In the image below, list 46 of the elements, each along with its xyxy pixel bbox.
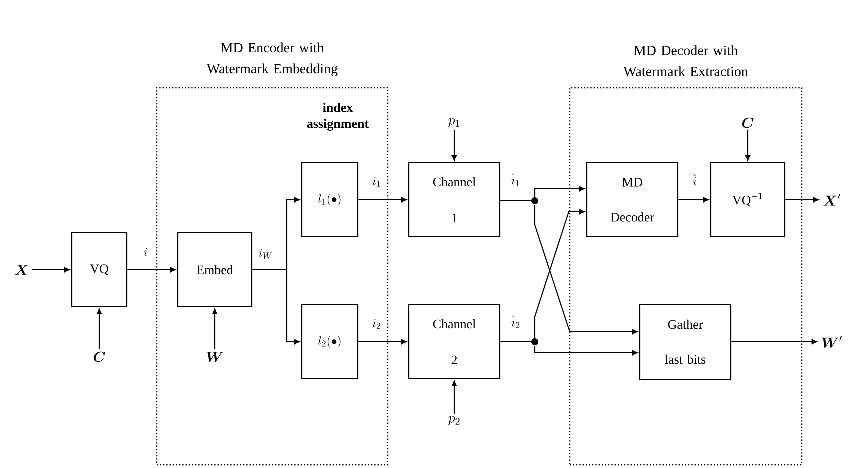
- signal-label: $\boldsymbol{W}'$: [822, 336, 842, 348]
- process-box: $\mathrm{VQ}^{-1}$: [710, 162, 786, 238]
- process-box: $l_2(\bullet)$: [301, 304, 359, 380]
- arrow: [96, 309, 102, 350]
- edge-label: $\hat{i}_2$: [510, 314, 522, 330]
- arrow: [745, 130, 751, 161]
- process-box: Gather last bits: [639, 304, 732, 380]
- process-box: VQ: [71, 232, 128, 308]
- edge-label: $i_2$: [371, 318, 383, 330]
- arrow: [128, 267, 176, 273]
- signal-label: $\boldsymbol{X}$: [15, 265, 28, 275]
- junction-dot: [532, 198, 538, 204]
- signal-label: $p_1$: [448, 118, 460, 128]
- edge-label: $i_W$: [258, 248, 274, 260]
- signal-label: $\boldsymbol{C}$: [742, 118, 754, 128]
- arrow: [534, 186, 585, 197]
- process-box: Embed: [177, 232, 253, 308]
- arrow: [534, 346, 638, 356]
- arrow: [32, 267, 70, 273]
- arrow: [452, 130, 458, 161]
- signal-label: $\boldsymbol{X}'$: [824, 194, 840, 206]
- group-label: index assignment: [307, 103, 369, 131]
- process-box: $l_1(\bullet)$: [301, 162, 359, 238]
- process-box: MD Decoder: [586, 162, 679, 238]
- arrow: [534, 205, 638, 335]
- node-label: MD Encoder with Watermark Embedding: [206, 42, 338, 77]
- arrow: [452, 381, 458, 414]
- arrow: [678, 197, 709, 203]
- arrow: [732, 339, 818, 345]
- process-box: Channel 2: [408, 304, 501, 380]
- signal-label: $\boldsymbol{W}$: [206, 352, 224, 362]
- signal-label: $\boldsymbol{C}$: [94, 352, 106, 362]
- junction-dot: [532, 338, 538, 346]
- process-box: Channel 1: [408, 162, 501, 238]
- signal-label: $p_2$: [448, 416, 460, 426]
- edge-label: $i$: [143, 247, 149, 257]
- edge-label: $\hat{i}_1$: [510, 172, 522, 188]
- arrow: [358, 197, 407, 203]
- arrow: [786, 197, 819, 203]
- arrow: [534, 209, 585, 338]
- node-label: MD Decoder with Watermark Extraction: [624, 46, 748, 77]
- arrow: [252, 269, 300, 345]
- arrow: [358, 339, 407, 345]
- edge-label: $\hat{i}$: [692, 173, 698, 186]
- edge-label: $i_1$: [371, 176, 383, 188]
- arrow: [212, 309, 218, 350]
